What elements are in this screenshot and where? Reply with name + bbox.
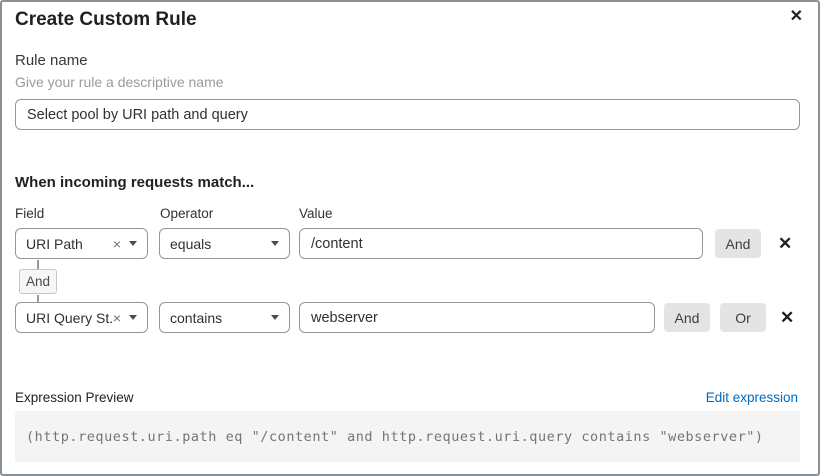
match-section-heading: When incoming requests match... xyxy=(15,174,255,191)
operator-select[interactable]: contains xyxy=(159,302,290,333)
chevron-down-icon xyxy=(129,241,137,246)
chevron-down-icon xyxy=(129,315,137,320)
rule-name-hint: Give your rule a descriptive name xyxy=(15,74,224,90)
chevron-down-icon xyxy=(271,241,279,246)
expression-preview-label: Expression Preview xyxy=(15,390,134,405)
rule-name-input[interactable] xyxy=(15,99,800,130)
close-icon[interactable]: ✕ xyxy=(789,8,803,25)
expression-preview-code: (http.request.uri.path eq "/content" and… xyxy=(15,411,800,462)
condition-row: URI Query St... × contains And Or ✕ xyxy=(15,302,794,333)
value-input[interactable] xyxy=(299,228,703,259)
chevron-down-icon xyxy=(271,315,279,320)
and-button[interactable]: And xyxy=(664,303,710,332)
field-column-label: Field xyxy=(15,206,45,221)
rule-name-label: Rule name xyxy=(15,52,88,69)
connector-line xyxy=(37,295,39,303)
value-input[interactable] xyxy=(299,302,655,333)
edit-expression-link[interactable]: Edit expression xyxy=(705,390,798,405)
or-button[interactable]: Or xyxy=(720,303,766,332)
remove-row-icon[interactable]: ✕ xyxy=(778,234,793,253)
connector-badge: And xyxy=(19,269,58,294)
field-select-value: URI Path xyxy=(26,235,83,252)
operator-select-value: equals xyxy=(170,235,212,252)
operator-column-label: Operator xyxy=(160,206,214,221)
clear-icon[interactable]: × xyxy=(112,309,121,326)
page-title: Create Custom Rule xyxy=(15,9,197,30)
field-select[interactable]: URI Path × xyxy=(15,228,148,259)
operator-select[interactable]: equals xyxy=(159,228,290,259)
remove-row-icon[interactable]: ✕ xyxy=(780,308,795,327)
value-column-label: Value xyxy=(299,206,333,221)
field-select[interactable]: URI Query St... × xyxy=(15,302,148,333)
and-button[interactable]: And xyxy=(715,229,761,258)
field-select-value: URI Query St... xyxy=(26,309,113,326)
operator-select-value: contains xyxy=(170,309,223,326)
clear-icon[interactable]: × xyxy=(112,235,121,252)
connector-line xyxy=(37,260,39,269)
condition-row: URI Path × equals And ✕ xyxy=(15,228,792,259)
